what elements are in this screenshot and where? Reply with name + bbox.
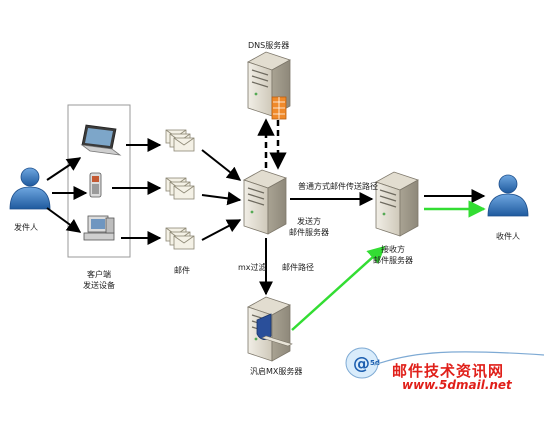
sender-person-icon (9, 167, 51, 210)
mail-envelopes-top (165, 129, 195, 152)
sender-label: 发件人 (14, 223, 38, 232)
mail-envelopes-bottom (165, 227, 195, 250)
mail-route-label: 邮件路径 (282, 263, 314, 272)
shield-icon (256, 313, 272, 340)
mobile-phone-icon (89, 172, 102, 198)
client-devices-label-line2: 发送设备 (83, 281, 115, 290)
dns-server-label: DNS服务器 (248, 41, 290, 50)
sending-server-label-line1: 发送方 (297, 217, 321, 226)
mx-server-label: 汎启MX服务器 (250, 367, 303, 376)
laptop-icon (80, 124, 122, 156)
sending-server-label-line2: 邮件服务器 (289, 228, 329, 237)
recipient-person-icon (487, 174, 529, 217)
recipient-label: 收件人 (496, 232, 520, 241)
mx-filter-label: mx过滤 (238, 263, 267, 272)
5dmail-logo: @ 5d (345, 347, 545, 379)
logo-badge-text: 5d (370, 359, 380, 367)
receiving-server-icon (375, 171, 419, 237)
client-devices-frame (67, 104, 131, 258)
mail-envelopes-middle (165, 177, 195, 200)
receiving-server-label-line2: 邮件服务器 (373, 256, 413, 265)
sending-server-label: 发送方 邮件服务器 (282, 216, 336, 238)
client-devices-label-line1: 客户端 (87, 270, 111, 279)
svg-text:@: @ (353, 354, 370, 374)
normal-route-label: 普通方式邮件传送路径 (298, 182, 378, 191)
watermark-url: www.5dmail.net (402, 378, 512, 392)
client-devices-label: 客户端 发送设备 (81, 269, 117, 291)
watermark-title: 邮件技术资讯网 (392, 362, 505, 380)
desktop-computer-icon (83, 215, 115, 241)
mail-label: 邮件 (174, 266, 190, 275)
sending-server-icon (243, 169, 287, 235)
receiving-server-label: 接收方 邮件服务器 (366, 244, 420, 266)
receiving-server-label-line1: 接收方 (381, 245, 405, 254)
